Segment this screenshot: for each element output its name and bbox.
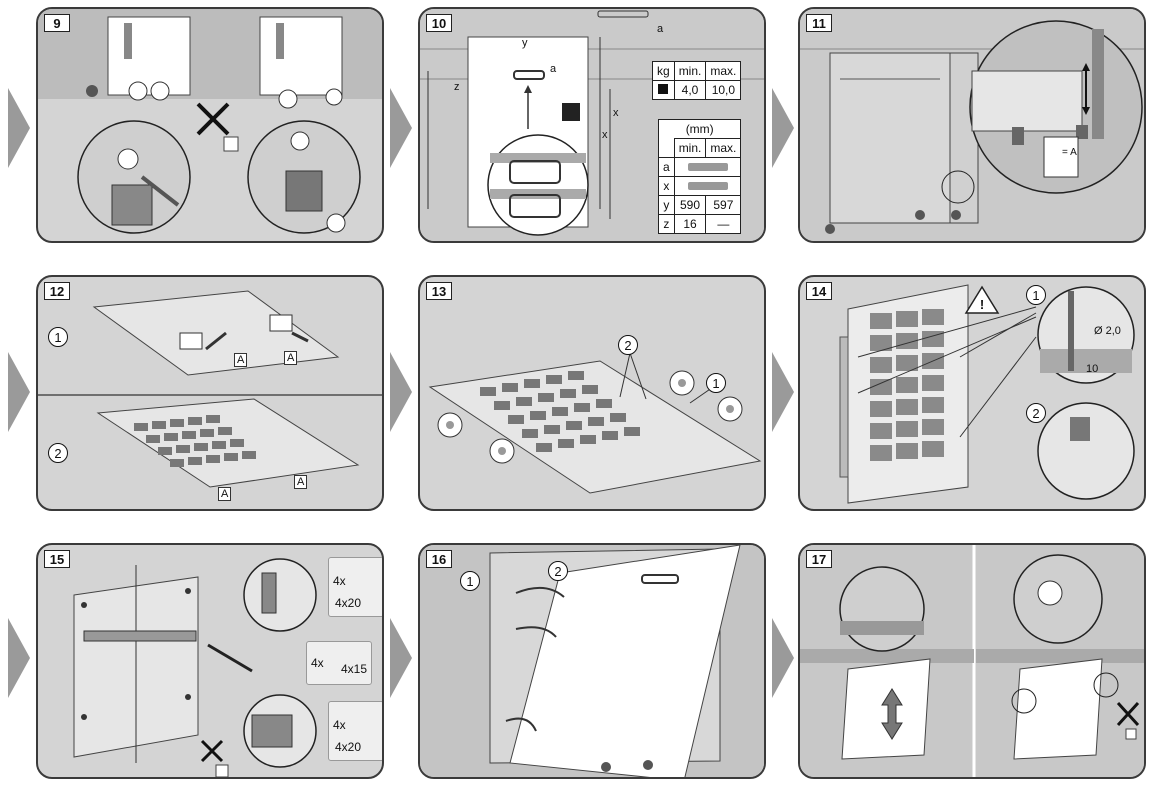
arrow-chevron-icon bbox=[772, 618, 794, 698]
panel-step-14: 14 ! 1 2 Ø 2,0 10 bbox=[798, 275, 1146, 511]
equals-a-label: = A bbox=[1062, 147, 1077, 158]
dimension-x-label: x bbox=[613, 107, 619, 119]
screw-size: 4x20 bbox=[335, 596, 362, 610]
bracket-icon bbox=[673, 176, 742, 196]
step-11-illustration bbox=[800, 9, 1144, 241]
step-number: 9 bbox=[44, 14, 70, 32]
arrow-chevron-icon bbox=[772, 88, 794, 168]
panel-step-17: 17 bbox=[798, 543, 1146, 779]
step-number: 15 bbox=[44, 550, 70, 568]
step-number: 12 bbox=[44, 282, 70, 300]
panel-step-11: 11 = A bbox=[798, 7, 1146, 243]
dimension-a-label: a bbox=[657, 23, 664, 35]
dimension-a-label: a bbox=[550, 63, 557, 75]
step-12-illustration bbox=[38, 290, 382, 488]
weight-table: kg min. max. 4,0 10,0 bbox=[652, 61, 742, 100]
arrow-chevron-icon bbox=[390, 88, 412, 168]
step-17-illustration bbox=[800, 545, 1144, 777]
dimension-min-value: 16 bbox=[673, 214, 707, 234]
panel-step-16: 16 1 2 bbox=[418, 543, 766, 779]
weight-header-kg: kg bbox=[652, 61, 675, 81]
arrow-chevron-icon bbox=[8, 352, 30, 432]
dimension-unit: (mm) bbox=[657, 119, 742, 139]
svg-text:!: ! bbox=[980, 297, 984, 312]
screw-quantity: 4x bbox=[333, 574, 346, 588]
mark-a-label: A bbox=[294, 475, 308, 489]
screw-pack-box: 4x 4x20 bbox=[328, 557, 382, 617]
step-number: 13 bbox=[426, 282, 452, 300]
dimension-max-value: 597 bbox=[705, 195, 742, 215]
screw-pack-box: 4x 4x15 bbox=[306, 641, 372, 685]
dimension-row-label: a bbox=[658, 157, 675, 177]
mark-a-label: A bbox=[284, 351, 298, 365]
panel-step-9: 9 bbox=[36, 7, 384, 243]
weight-max-value: 10,0 bbox=[705, 80, 742, 100]
step-callout-1: 1 bbox=[48, 327, 68, 347]
bracket-icon bbox=[673, 157, 742, 177]
arrow-chevron-icon bbox=[8, 88, 30, 168]
step-15-illustration bbox=[73, 558, 317, 777]
mark-a-label: A bbox=[218, 487, 232, 501]
mark-a-label: A bbox=[234, 353, 248, 367]
step-callout-2: 2 bbox=[48, 443, 68, 463]
step-number: 16 bbox=[426, 550, 452, 568]
panel-step-15: 15 4x 4x20 4x 4x15 4x 4x20 bbox=[36, 543, 384, 779]
drill-diameter-label: Ø 2,0 bbox=[1094, 325, 1121, 337]
screw-size: 4x15 bbox=[341, 662, 368, 676]
dimension-x-label: x bbox=[602, 129, 608, 141]
arrow-chevron-icon bbox=[390, 352, 412, 432]
dimension-row-label: x bbox=[658, 176, 675, 196]
step-9-illustration bbox=[38, 9, 382, 234]
panel-step-12: 12 1 2 A A A A bbox=[36, 275, 384, 511]
step-number: 11 bbox=[806, 14, 832, 32]
dimension-row-label: y bbox=[658, 195, 675, 215]
screw-quantity: 4x bbox=[333, 718, 346, 732]
dimension-header-min: min. bbox=[673, 138, 707, 158]
dimension-y-label: y bbox=[522, 37, 528, 49]
dimension-z-label: z bbox=[454, 81, 460, 93]
step-callout-1: 1 bbox=[706, 373, 726, 393]
weight-header-min: min. bbox=[673, 61, 707, 81]
step-callout-2: 2 bbox=[548, 561, 568, 581]
screw-size: 4x20 bbox=[335, 740, 362, 754]
step-number: 14 bbox=[806, 282, 832, 300]
weight-header-max: max. bbox=[705, 61, 742, 81]
drill-depth-label: 10 bbox=[1086, 363, 1099, 375]
weight-min-value: 4,0 bbox=[673, 80, 707, 100]
weight-icon bbox=[652, 80, 675, 100]
step-number: 10 bbox=[426, 14, 452, 32]
panel-step-13: 13 2 1 bbox=[418, 275, 766, 511]
step-callout-2: 2 bbox=[1026, 403, 1046, 423]
dimension-row-label: z bbox=[658, 214, 675, 234]
arrow-chevron-icon bbox=[8, 618, 30, 698]
dimension-min-value: 590 bbox=[673, 195, 707, 215]
dimension-header-max: max. bbox=[705, 138, 742, 158]
step-callout-1: 1 bbox=[1026, 285, 1046, 305]
arrow-chevron-icon bbox=[772, 352, 794, 432]
step-number: 17 bbox=[806, 550, 832, 568]
dimension-table: (mm) min. max. a x y 590 597 z 16 — bbox=[657, 119, 742, 234]
step-14-illustration: ! bbox=[839, 284, 1135, 504]
step-callout-2: 2 bbox=[618, 335, 638, 355]
arrow-chevron-icon bbox=[390, 618, 412, 698]
step-callout-1: 1 bbox=[460, 571, 480, 591]
screw-pack-box: 4x 4x20 bbox=[328, 701, 382, 761]
dimension-max-value: — bbox=[705, 214, 742, 234]
panel-step-10: 10 x x y z a a kg min. max. 4,0 10,0 bbox=[418, 7, 766, 243]
screw-quantity: 4x bbox=[311, 656, 324, 670]
step-13-illustration bbox=[428, 352, 762, 494]
